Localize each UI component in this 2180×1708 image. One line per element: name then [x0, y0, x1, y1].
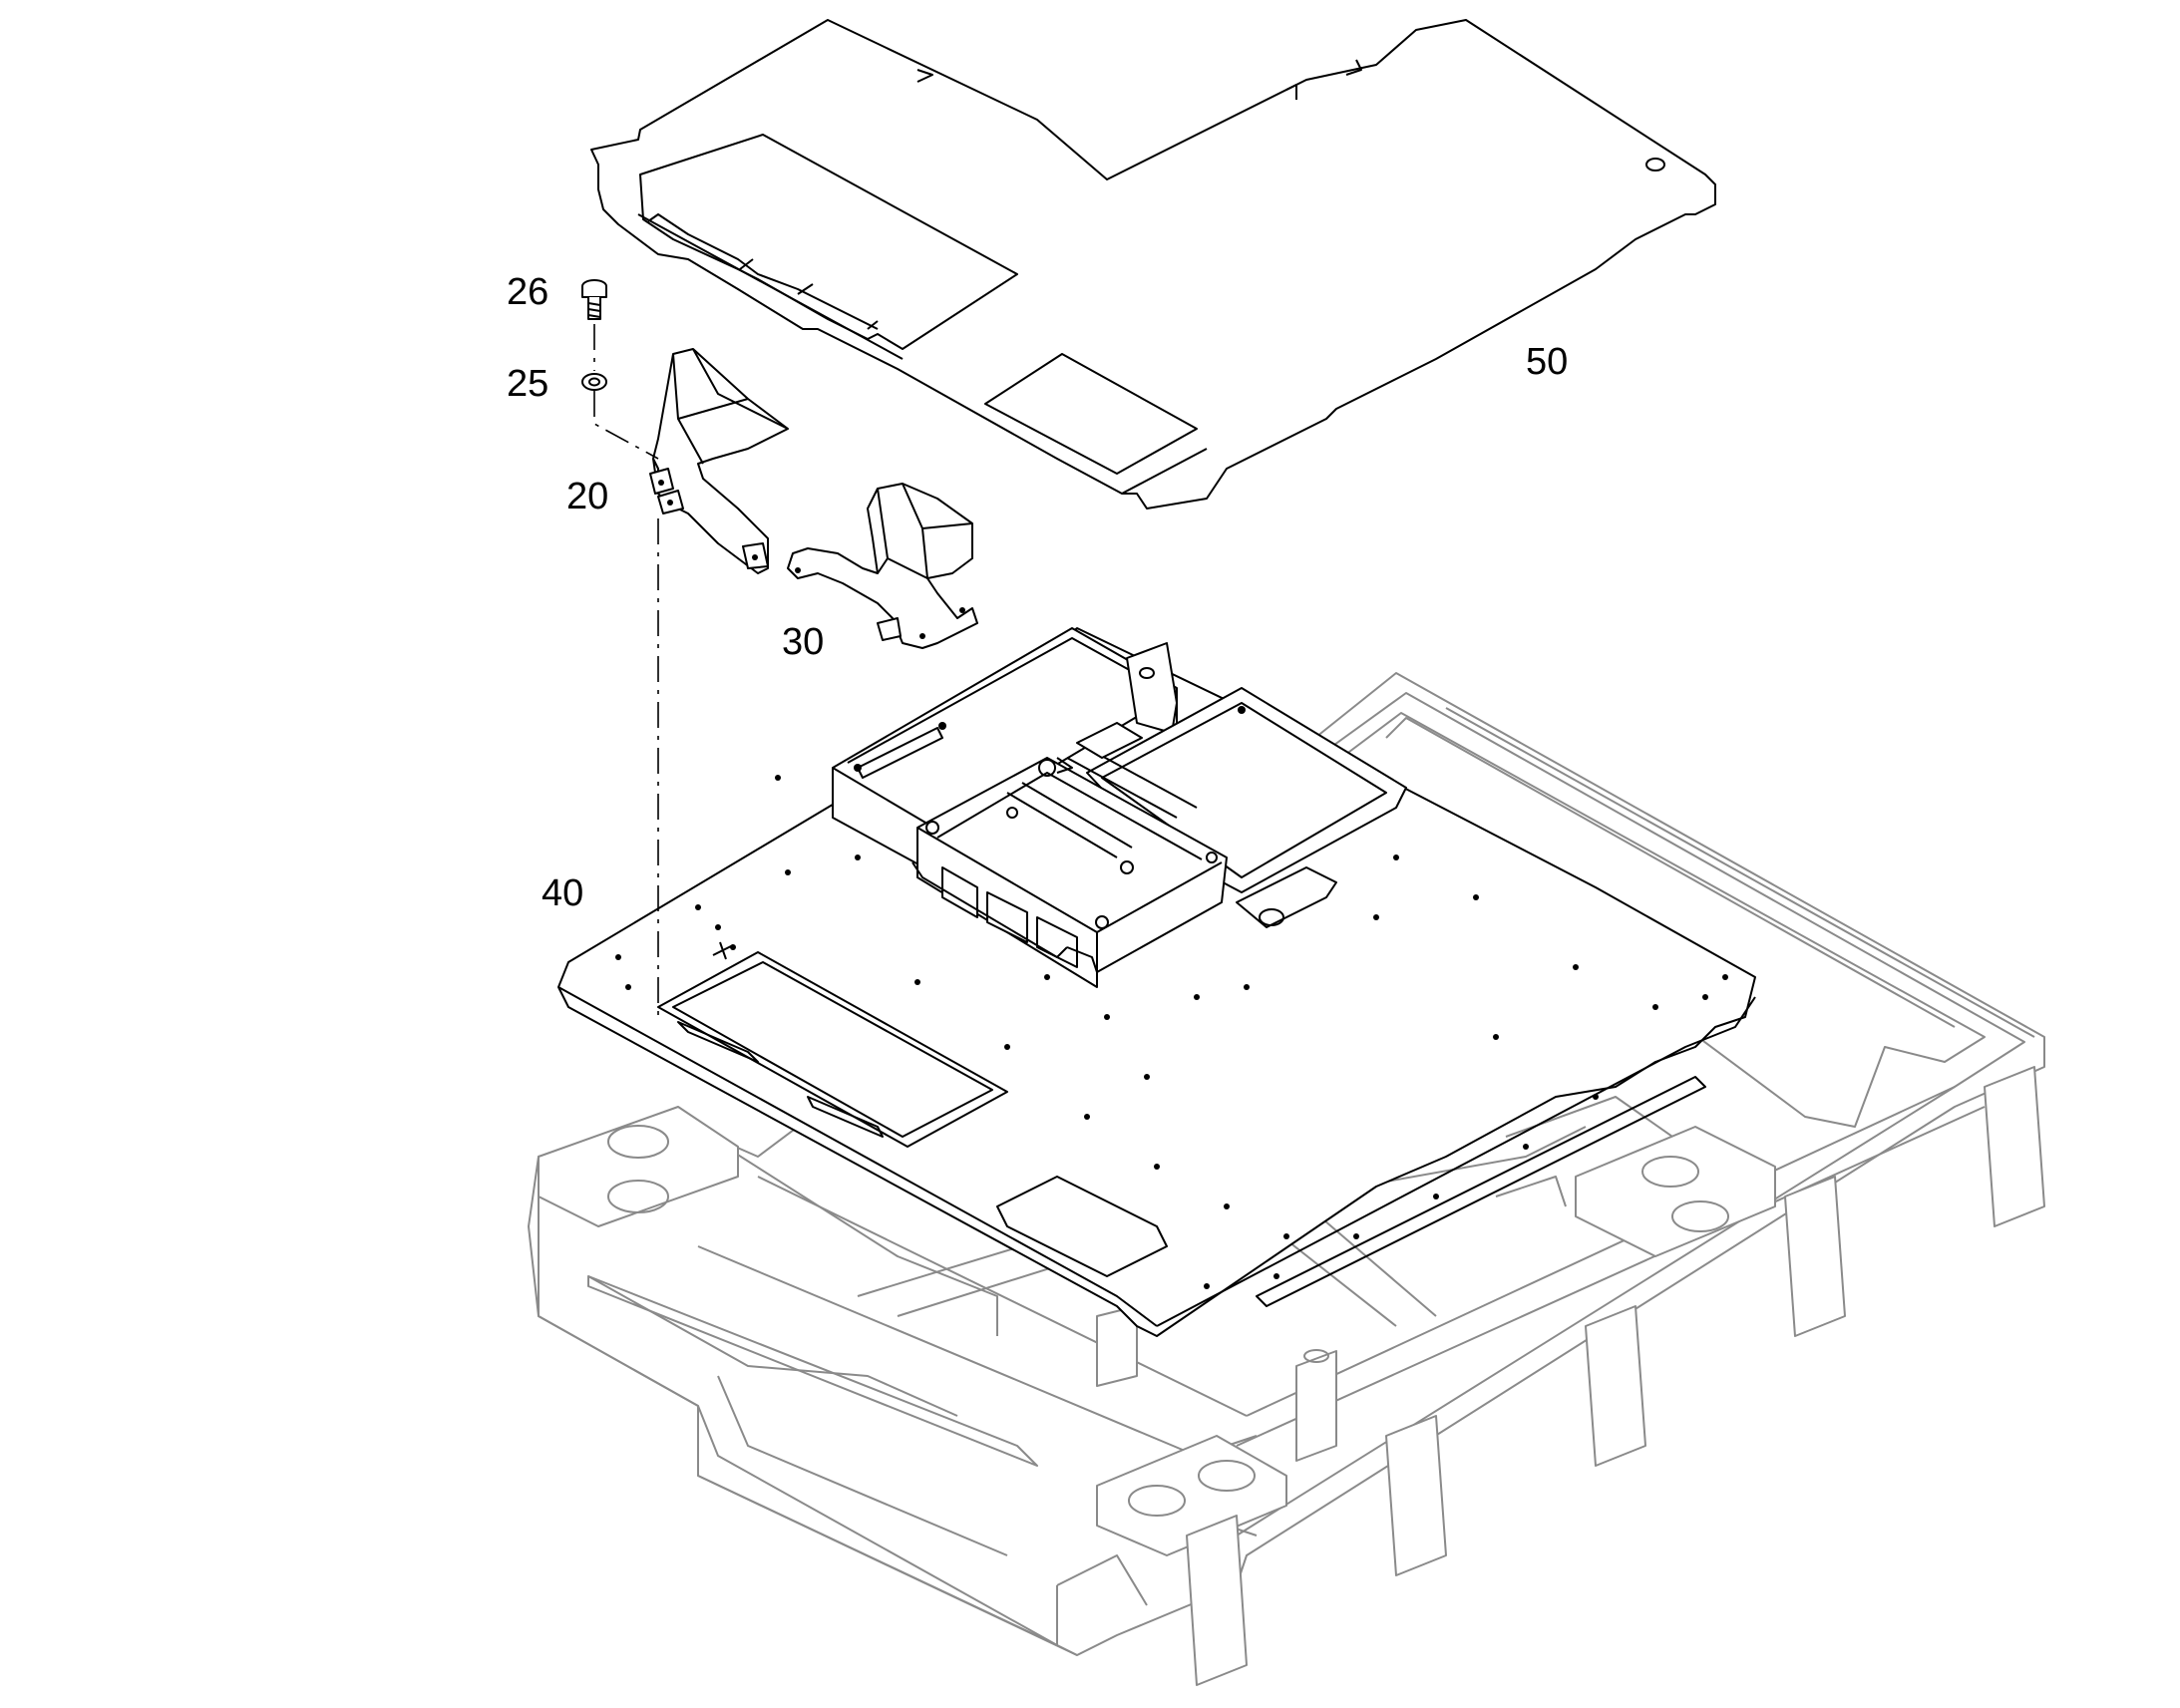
callout-25: 25	[507, 363, 548, 405]
callout-40: 40	[542, 872, 583, 914]
part-50-cover-panel	[590, 19, 1716, 510]
callout-labels: 50 26 25 20 30 40	[507, 271, 1568, 914]
part-26-bolt	[581, 279, 607, 320]
part-20-left-duct	[649, 348, 789, 574]
part-25-washer	[581, 373, 607, 391]
callout-50: 50	[1526, 341, 1568, 383]
callout-26: 26	[507, 271, 548, 313]
part-40-box-assembly	[832, 627, 1407, 988]
fasteners	[581, 279, 659, 1017]
part-30-right-duct	[787, 483, 978, 649]
callout-20: 20	[566, 476, 608, 517]
callout-30: 30	[782, 621, 824, 663]
base-frame	[528, 672, 2045, 1686]
